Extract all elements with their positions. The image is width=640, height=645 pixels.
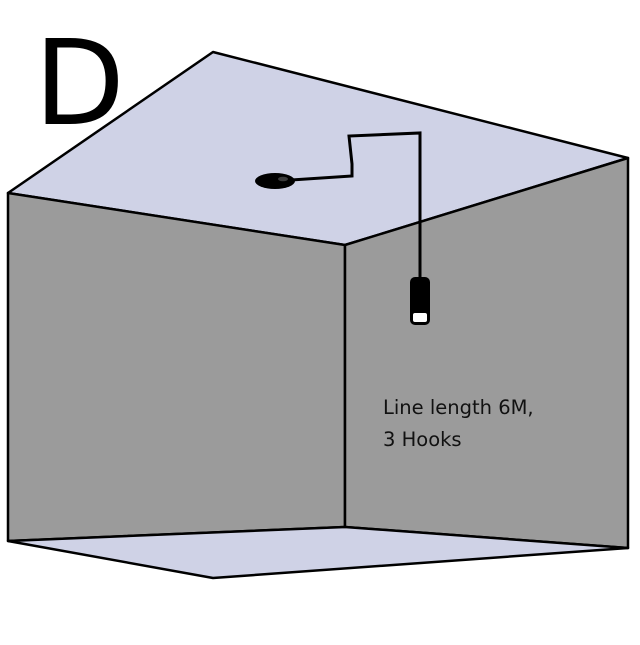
floor-plane: [6, 525, 630, 580]
caption-hooks: 3 Hooks: [383, 428, 462, 451]
power-cable: [275, 131, 422, 278]
ceiling-rose-icon: [255, 173, 295, 189]
pendant-lamp-icon: [410, 277, 430, 325]
caption-line-length: Line length 6M,: [383, 396, 534, 419]
left-wall: [6, 191, 347, 543]
